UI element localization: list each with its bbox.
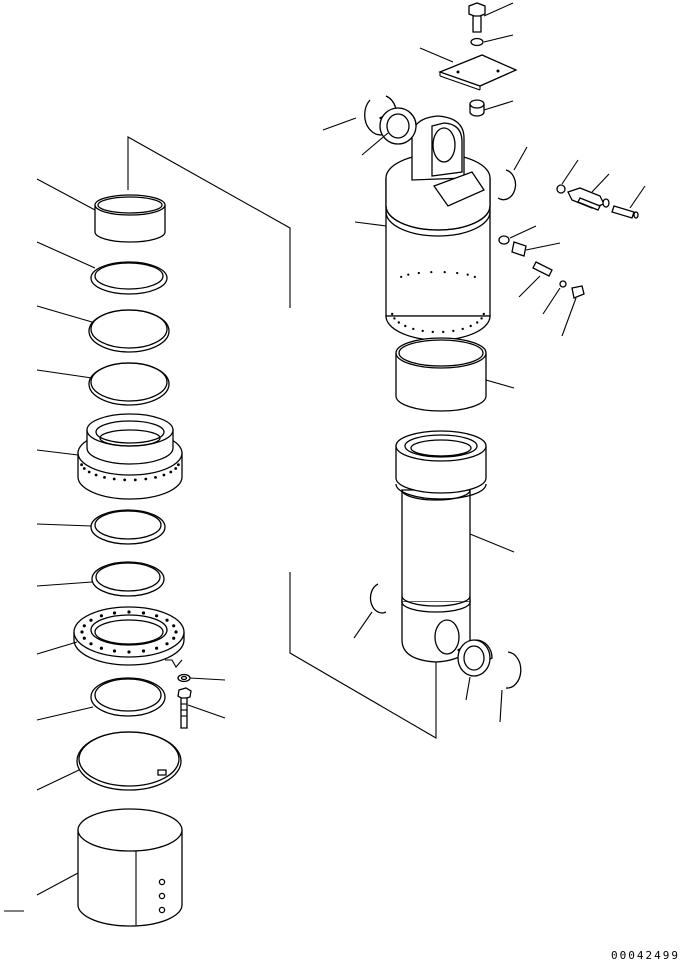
ring-3 [92,562,164,596]
bolt-hole [133,478,137,482]
bolt-hole [112,611,117,615]
bolt-hole [99,646,103,650]
assembly-bracket-lines [128,137,436,738]
leader-lines [4,3,645,911]
bolt-hole [99,614,103,618]
bolt-hole [174,467,178,470]
bolt-hole [82,624,86,628]
rod-eye-top [412,116,484,206]
grease-fitting-assy [557,185,638,218]
bolt-hole [94,473,98,477]
bolt-hole [112,649,117,653]
bolt-hole [417,271,420,275]
ring-1 [91,262,167,294]
bolt-hole [174,630,178,634]
bolt-hole [430,271,433,274]
bolt-hole [172,636,176,640]
ring-2 [91,510,165,544]
band-ring [77,732,181,790]
bolt-hole [177,463,180,467]
washer-small [178,675,190,682]
bolt-hole [393,317,396,320]
bolt-hole [112,477,116,481]
bushing-top [95,195,165,242]
fitting-lower-assy [499,236,584,298]
bolt-hole [461,327,464,331]
washer-top [471,39,483,46]
ring-4 [91,678,165,716]
snap-ring-mid [498,170,516,200]
bolt-hole [89,642,93,646]
bolt-hole [456,271,459,275]
bolt-small [178,688,191,728]
bolt-hole [421,329,424,333]
bolt-hole [482,312,485,316]
bolt-hole [154,476,157,479]
snap-ring-bottom [506,652,521,688]
bolt-hole [141,611,146,615]
bolt-hole [452,329,455,333]
bolt-hole [89,618,93,622]
bolt-hole [144,477,148,481]
bolt-hole [169,470,173,474]
bolt-hole [397,321,400,324]
bolt-hole [404,324,407,328]
o-ring-1 [89,310,169,352]
bolt-hole [476,321,479,324]
bolt-hole [412,327,415,331]
bolt-hole [165,618,169,622]
bolt-top [469,3,485,32]
bolt-hole [103,476,106,479]
bolt-hole [80,463,83,467]
bolt-hole [155,614,159,618]
bolt-hole [442,330,445,334]
sleeve-bottom [78,809,182,926]
cylinder-head [78,414,182,499]
spacer-top [470,100,484,116]
bolt-hole [82,636,86,640]
bolt-hole [172,624,176,628]
bolt-hole [469,324,472,328]
bolt-hole [431,330,434,334]
bolt-hole [87,470,91,474]
bolt-hole [473,275,476,278]
bolt-hole [127,610,131,614]
bolt-hole [127,650,131,654]
bolt-hole [162,473,166,477]
bolt-hole [165,642,169,646]
drawing-reference-number: 00042499 [611,949,680,962]
o-ring-2 [89,363,169,405]
snap-ring-lower-left [370,584,386,613]
bolt-hole [466,273,469,276]
bolt-hole [82,467,86,470]
bolt-hole [155,646,159,650]
bolt-hole [407,273,410,276]
bolt-hole [141,649,146,653]
bearing-bottom [458,640,492,676]
bolt-hole [480,317,483,320]
bolt-hole [400,275,403,278]
bolt-hole [443,271,446,274]
flange-retainer [74,607,184,665]
piston-sleeve [396,338,486,411]
cover-plate [440,55,516,90]
bolt-hole [123,478,127,482]
bolt-hole [391,312,394,316]
bolt-hole [80,630,84,634]
piston-rod [396,431,486,662]
bearing-top [380,108,416,144]
